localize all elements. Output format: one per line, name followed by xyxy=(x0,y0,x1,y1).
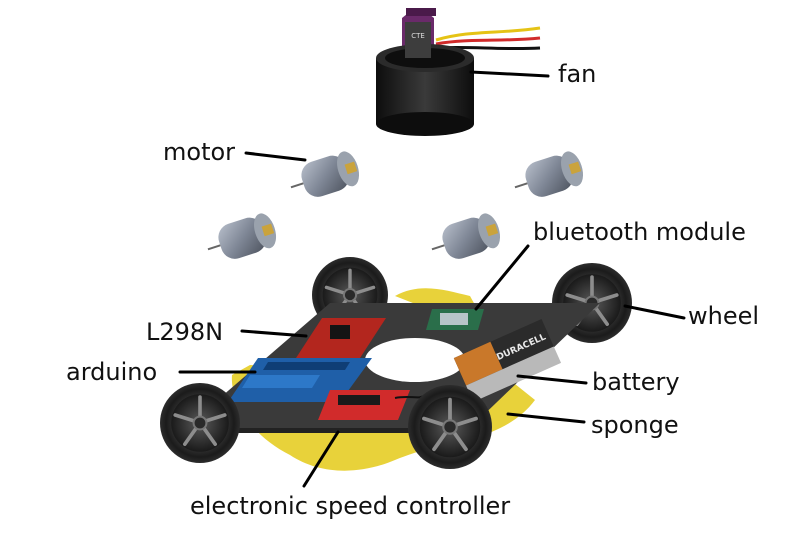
label-arduino: arduino xyxy=(66,358,158,386)
wheel-front-left xyxy=(158,381,242,465)
motor-top-left xyxy=(284,147,365,206)
motor-bottom-right xyxy=(425,209,506,268)
battery: DURACELL xyxy=(453,319,562,402)
label-fan: fan xyxy=(558,60,597,88)
label-electronic-speed-controller: electronic speed controller xyxy=(190,492,511,520)
fan-hole xyxy=(365,338,465,382)
label-wheel: wheel xyxy=(688,302,760,330)
fan-assembly: CTE xyxy=(376,8,541,136)
sponge xyxy=(395,288,475,305)
label-battery: battery xyxy=(592,368,680,396)
bluetooth-module xyxy=(426,309,484,330)
label-motor: motor xyxy=(163,138,236,166)
wheel-front-right xyxy=(406,383,494,471)
motor-bottom-left xyxy=(201,209,282,268)
fan-brand-text: CTE xyxy=(411,32,425,40)
label-l298n: L298N xyxy=(146,318,224,346)
label-bluetooth-module: bluetooth module xyxy=(533,218,746,246)
motor-top-right xyxy=(508,147,589,206)
leader-lines xyxy=(178,70,686,488)
label-sponge: sponge xyxy=(591,411,679,439)
